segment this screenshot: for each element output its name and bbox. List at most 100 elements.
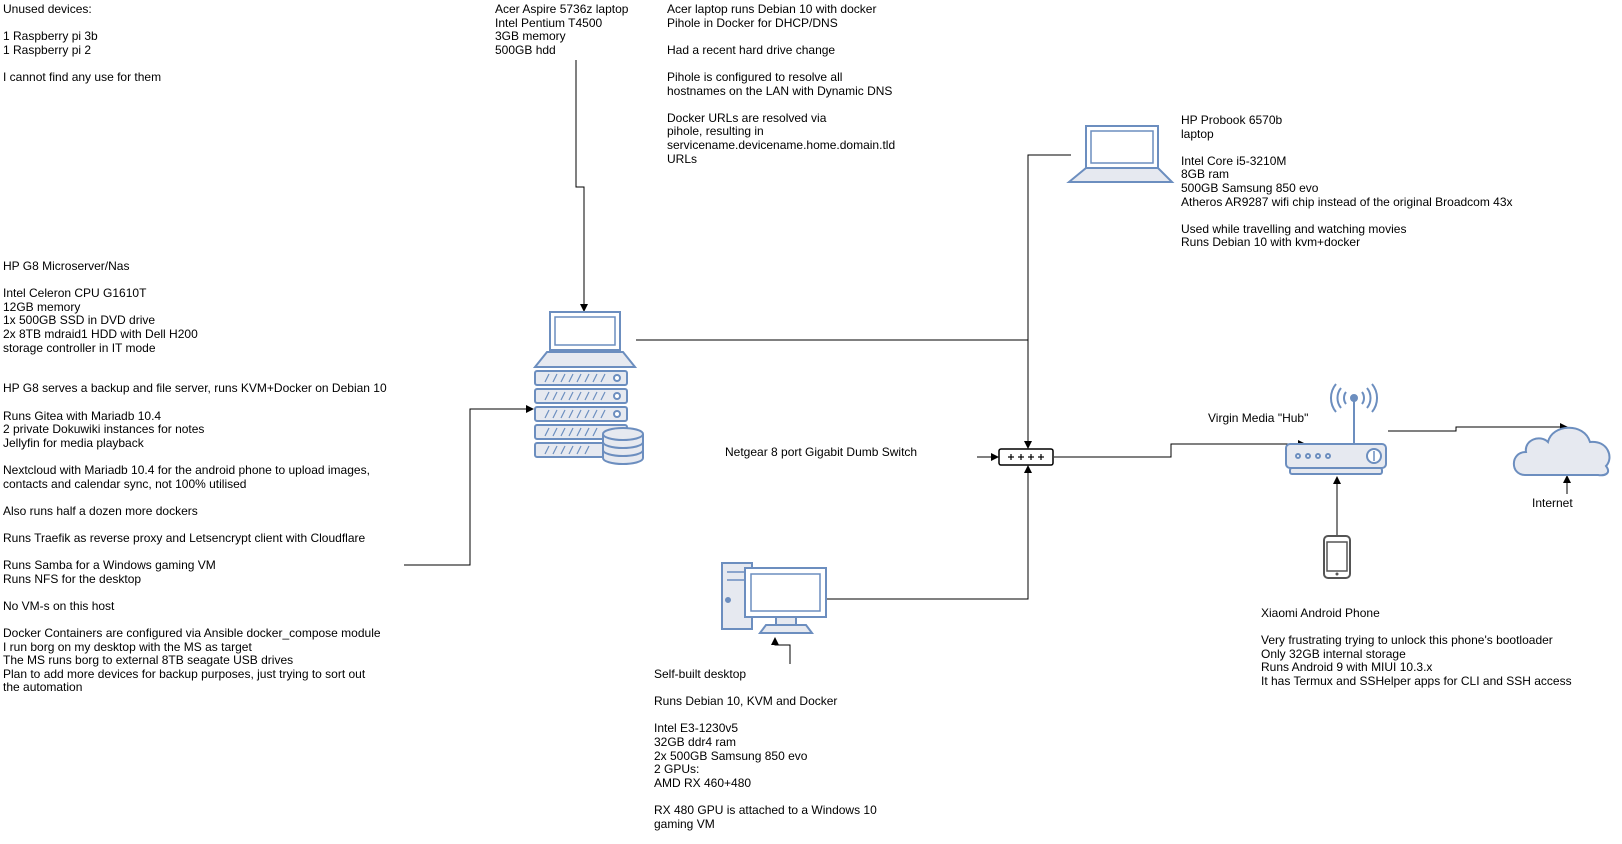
note-line: 8GB ram xyxy=(1181,167,1230,182)
note-line: Very frustrating trying to unlock this p… xyxy=(1261,633,1553,648)
note-line: Xiaomi Android Phone xyxy=(1261,606,1380,620)
note-line xyxy=(3,369,387,383)
note-line xyxy=(654,682,877,696)
note-line: No VM-s on this host xyxy=(3,598,115,613)
note-line xyxy=(3,355,387,369)
note-line: hostnames on the LAN with Dynamic DNS xyxy=(667,83,893,98)
note-line: 500GB Samsung 850 evo xyxy=(1181,180,1319,195)
note-line xyxy=(3,491,387,505)
note-line: Jellyfin for media playback xyxy=(3,435,144,450)
note-line: Runs Android 9 with MIUI 10.3.x xyxy=(1261,660,1433,675)
note-line: servicename.devicename.home.domain.tld xyxy=(667,137,896,152)
edge-server-to-switch xyxy=(636,339,1032,449)
phone-icon xyxy=(1323,535,1351,579)
note-line xyxy=(3,586,387,600)
note-line: Nextcloud with Mariadb 10.4 for the andr… xyxy=(3,462,370,477)
edge-probook-to-switch xyxy=(1027,154,1071,340)
note-line: AMD RX 460+480 xyxy=(654,775,752,790)
note-line xyxy=(3,396,387,410)
note-line: 2x 8TB mdraid1 HDD with Dell H200 xyxy=(3,326,198,341)
note-line: I run borg on my desktop with the MS as … xyxy=(3,639,252,654)
note-line: It has Termux and SSHelper apps for CLI … xyxy=(1261,673,1572,688)
note-line: 2 private Dokuwiki instances for notes xyxy=(3,422,205,437)
note-line: Used while travelling and watching movie… xyxy=(1181,221,1407,236)
note-line: 2 GPUs: xyxy=(654,762,700,777)
note-line: contacts and calendar sync, not 100% uti… xyxy=(3,476,247,491)
note-line: Runs Traefik as reverse proxy and Letsen… xyxy=(3,530,366,545)
note-line: Docker URLs are resolved via xyxy=(667,110,827,125)
edge-desktop-to-switch xyxy=(826,465,1032,600)
note-line: RX 480 GPU is attached to a Windows 10 xyxy=(654,802,877,817)
note-line xyxy=(667,30,895,44)
note-line: 2x 500GB Samsung 850 evo xyxy=(654,748,808,763)
note-line: Runs Debian 10, KVM and Docker xyxy=(654,694,838,709)
note-line: Self-built desktop xyxy=(654,667,747,681)
note-line xyxy=(3,450,387,464)
internet-label: Internet xyxy=(1532,496,1573,510)
note-line xyxy=(654,709,877,723)
switch-label: Netgear 8 port Gigabit Dumb Switch xyxy=(725,445,918,459)
note-line: Pihole is configured to resolve all xyxy=(667,69,843,84)
router-icon xyxy=(1285,383,1387,475)
note-line: pihole, resulting in xyxy=(667,124,764,139)
note-line xyxy=(654,790,877,804)
note-line: Runs Debian 10 with kvm+docker xyxy=(1181,235,1361,250)
note-line: Acer laptop runs Debian 10 with docker xyxy=(667,2,877,16)
note-line: the automation xyxy=(3,680,83,695)
edge-desktop-note xyxy=(771,637,791,664)
note-line: HP G8 serves a backup and file server, r… xyxy=(3,381,387,396)
note-line: Also runs half a dozen more dockers xyxy=(3,503,198,518)
note-line xyxy=(1181,209,1513,223)
note-line: HP G8 Microserver/Nas xyxy=(3,259,130,273)
note-line: 3GB memory xyxy=(495,29,566,44)
note-line: 1x 500GB SSD in DVD drive xyxy=(3,313,156,328)
router-label: Virgin Media "Hub" xyxy=(1208,411,1309,425)
note-line: Docker Containers are configured via Ans… xyxy=(3,626,381,641)
note-line: Intel Pentium T4500 xyxy=(495,15,603,30)
note-line: 1 Raspberry pi 2 xyxy=(3,42,92,57)
note-line: Runs NFS for the desktop xyxy=(3,571,142,586)
note-line xyxy=(1181,141,1513,155)
note-line: 32GB ddr4 ram xyxy=(654,734,737,749)
note-line: Intel Celeron CPU G1610T xyxy=(3,286,147,301)
note-line: Pihole in Docker for DHCP/DNS xyxy=(667,15,838,30)
note-line xyxy=(1261,621,1572,635)
note-line: Atheros AR9287 wifi chip instead of the … xyxy=(1181,194,1513,209)
note-line: HP Probook 6570b xyxy=(1181,113,1283,127)
edge-acer-to-server xyxy=(575,60,588,312)
note-line xyxy=(3,57,161,71)
note-line xyxy=(3,545,387,559)
note-line: Only 32GB internal storage xyxy=(1261,646,1406,661)
note-line xyxy=(667,98,895,112)
note-line: 12GB memory xyxy=(3,299,81,314)
edge-switch-to-router xyxy=(1054,440,1306,458)
switch-icon xyxy=(998,448,1054,466)
note-line: Plan to add more devices for backup purp… xyxy=(3,666,366,681)
note-line xyxy=(3,17,161,31)
note-line xyxy=(3,518,387,532)
note-line: laptop xyxy=(1181,126,1214,141)
cloud-icon xyxy=(1512,426,1611,477)
note-line xyxy=(667,57,895,71)
note-line: I cannot find any use for them xyxy=(3,69,162,84)
note-line: Intel Core i5-3210M xyxy=(1181,153,1287,168)
note-line xyxy=(3,274,387,288)
note-line: Had a recent hard drive change xyxy=(667,42,836,57)
desktop-computer-icon xyxy=(721,562,827,634)
edge-notes-to-server xyxy=(404,405,534,566)
note-line: Intel E3-1230v5 xyxy=(654,721,739,736)
note-line: The MS runs borg to external 8TB seagate… xyxy=(3,653,294,668)
note-line: 500GB hdd xyxy=(495,42,556,57)
edge-router-to-cloud xyxy=(1388,423,1568,432)
note-line xyxy=(3,613,387,627)
laptop-icon xyxy=(1066,125,1175,183)
note-line: URLs xyxy=(667,151,698,166)
